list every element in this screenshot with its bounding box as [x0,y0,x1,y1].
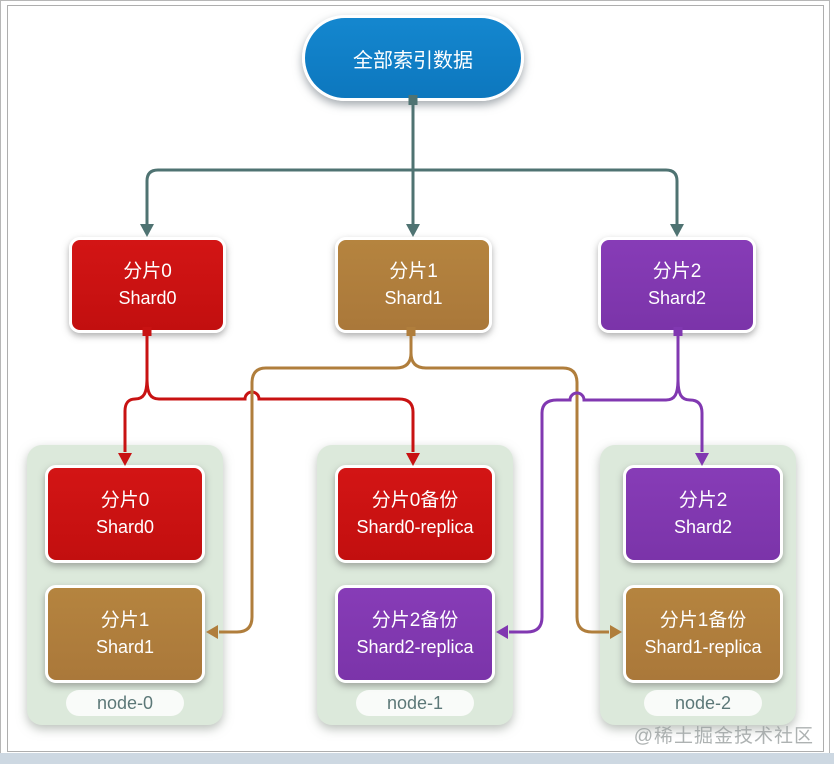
inner-frame [7,5,824,752]
shard2-zh-label: 分片2 [652,261,702,282]
shard1-zh-label: 分片1 [389,261,438,282]
node-1-shard2-replica-box: 分片2备份 Shard2-replica [335,585,495,683]
node-1-shard2-replica-zh-label: 分片2备份 [371,610,459,631]
node-2-label-pill: node-2 [644,690,762,716]
bottom-strip [0,753,834,764]
node-0-shard1-en-label: Shard1 [95,637,155,657]
node-1-shard2-replica-en-label: Shard2-replica [356,637,474,657]
node-2-shard2-zh-label: 分片2 [678,490,728,511]
node-1-shard0-replica-box: 分片0备份 Shard0-replica [335,465,495,563]
root-index-label: 全部索引数据 [353,49,473,72]
shard0-zh-label: 分片0 [123,261,172,282]
node-2-container: 分片2 Shard2 分片1备份 Shard1-replica node-2 [600,445,796,725]
shard1-box: 分片1 Shard1 [335,237,492,333]
node-0-container: 分片0 Shard0 分片1 Shard1 node-0 [27,445,223,725]
node-0-label-pill: node-0 [66,690,184,716]
node-2-shard1-replica-box: 分片1备份 Shard1-replica [623,585,783,683]
node-1-shard0-replica-zh-label: 分片0备份 [371,490,459,511]
shard0-en-label: Shard0 [118,288,177,308]
node-1-container: 分片0备份 Shard0-replica 分片2备份 Shard2-replic… [317,445,513,725]
shard2-box: 分片2 Shard2 [598,237,756,333]
node-2-shard2-en-label: Shard2 [673,517,733,537]
node-2-shard1-replica-zh-label: 分片1备份 [659,610,747,631]
node-1-label: node-1 [386,692,444,713]
node-0-shard0-box: 分片0 Shard0 [45,465,205,563]
node-2-shard1-replica-en-label: Shard1-replica [644,637,762,657]
root-index-node: 全部索引数据 [302,15,524,101]
node-0-shard0-zh-label: 分片0 [100,490,150,511]
watermark: @稀土掘金技术社区 [633,726,814,747]
node-2-label: node-2 [674,692,732,713]
node-0-shard1-box: 分片1 Shard1 [45,585,205,683]
node-0-label: node-0 [96,692,154,713]
node-1-label-pill: node-1 [356,690,474,716]
node-1-shard0-replica-en-label: Shard0-replica [356,517,474,537]
shard2-en-label: Shard2 [647,288,707,308]
node-0-shard0-en-label: Shard0 [95,517,155,537]
node-2-shard2-box: 分片2 Shard2 [623,465,783,563]
shard1-en-label: Shard1 [384,288,443,308]
node-0-shard1-zh-label: 分片1 [100,610,150,631]
shard0-box: 分片0 Shard0 [69,237,226,333]
